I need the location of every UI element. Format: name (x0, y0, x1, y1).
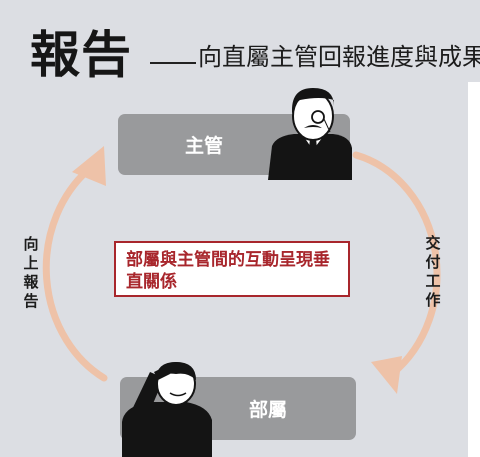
title-main: 報告 (30, 26, 132, 84)
left-flow-label: 向上報告 (23, 235, 39, 310)
manager-label: 主管 (184, 135, 223, 157)
center-message-text: 部屬與主管間的互動呈現垂直關係 (126, 250, 330, 292)
right-page-strip (468, 82, 480, 457)
center-message-box: 部屬與主管間的互動呈現垂直關係 (114, 241, 350, 297)
right-arrow-head (371, 356, 402, 394)
title-rule (150, 62, 196, 64)
title-subtitle: 向直屬主管回報進度與成果 (198, 43, 480, 71)
right-flow-label: 交付工作 (425, 234, 441, 309)
subordinate-label: 部屬 (248, 399, 287, 421)
right-cycle-arc (352, 151, 441, 378)
left-arrow-head (72, 146, 106, 186)
left-cycle-arc (42, 166, 108, 382)
